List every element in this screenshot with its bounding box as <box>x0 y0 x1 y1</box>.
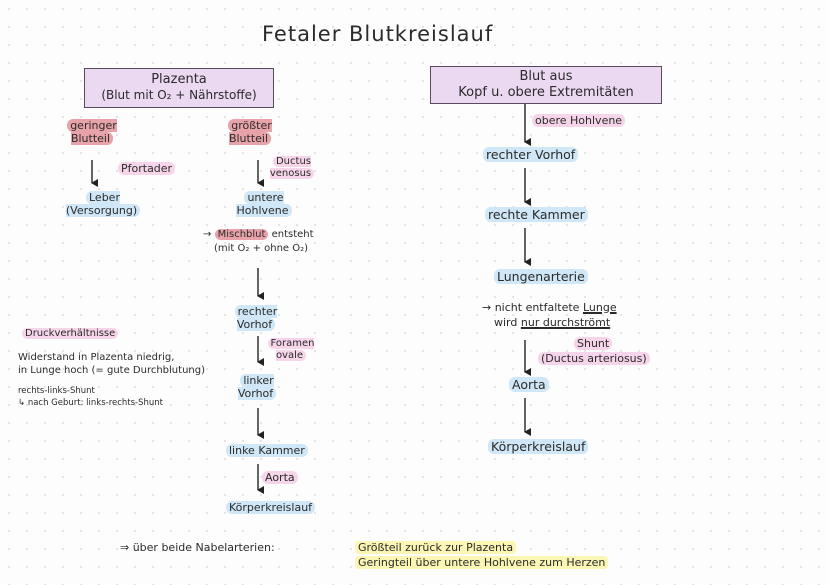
nicht-entfaltete-line: → nicht entfaltete Lunge <box>482 301 617 314</box>
linker-vorhof-label: linker Vorhof <box>232 374 282 400</box>
linke-kammer-label: linke Kammer <box>226 444 308 458</box>
notes-line-3: rechts-links-Shunt <box>18 386 95 396</box>
mischblut-line: → Mischblut entsteht <box>203 229 314 240</box>
pfortader-label: Pfortader <box>118 162 176 176</box>
rechter-vorhof-left-label: rechter Vorhof <box>226 305 286 331</box>
footer-line-1: Größteil zurück zur Plazenta <box>355 541 517 555</box>
ductus-arteriosus-label: (Ductus arteriosus) <box>538 352 650 366</box>
aorta-left-label: Aorta <box>262 471 298 485</box>
box-line-1: Blut aus <box>519 69 573 84</box>
leber-label: Leber (Versorgung) <box>58 191 148 217</box>
shunt-label: Shunt <box>574 337 613 351</box>
rechte-kammer-label: rechte Kammer <box>485 207 588 222</box>
page-title: Fetaler Blutkreislauf <box>262 22 494 46</box>
footer-line-2: Geringteil über untere Hohlvene zum Herz… <box>355 556 609 570</box>
lungenarterie-label: Lungenarterie <box>494 269 588 284</box>
notes-line-2: in Lunge hoch (= gute Durchblutung) <box>18 365 205 376</box>
placenta-box: Plazenta (Blut mit O₂ + Nährstoffe) <box>84 68 274 108</box>
geringer-blutteil: geringer Blutteil <box>60 119 124 145</box>
groesster-blutteil: größter Blutteil <box>228 119 272 145</box>
koerperkreislauf-right-label: Körperkreislauf <box>488 439 589 454</box>
wird-durchstroemt-line: wird nur durchströmt <box>494 316 611 329</box>
obere-hohlvene-label: obere Hohlvene <box>532 114 626 128</box>
mischblut-sub: (mit O₂ + ohne O₂) <box>214 243 309 254</box>
notes-line-1: Widerstand in Plazenta niedrig, <box>18 352 175 363</box>
foramen-ovale-label: Foramen ovale <box>263 338 319 361</box>
blut-aus-kopf-box: Blut aus Kopf u. obere Extremitäten <box>430 66 662 104</box>
druckverhaeltnisse-heading: Druckverhältnisse <box>22 328 119 340</box>
box-line-2: Kopf u. obere Extremitäten <box>458 84 634 100</box>
notes-line-4: ↳ nach Geburt: links-rechts-Shunt <box>18 398 164 408</box>
koerperkreislauf-left-label: Körperkreislauf <box>226 501 316 515</box>
rechter-vorhof-right-label: rechter Vorhof <box>483 147 579 162</box>
placenta-subtitle: (Blut mit O₂ + Nährstoffe) <box>101 87 257 102</box>
placenta-title: Plazenta <box>151 72 207 87</box>
aorta-right-label: Aorta <box>509 377 549 392</box>
ductus-venosus-label: Ductus venosus <box>262 156 322 179</box>
untere-hohlvene-label: untere Hohlvene <box>224 191 304 217</box>
footer-prefix: ⇒ über beide Nabelarterien: <box>120 541 275 554</box>
